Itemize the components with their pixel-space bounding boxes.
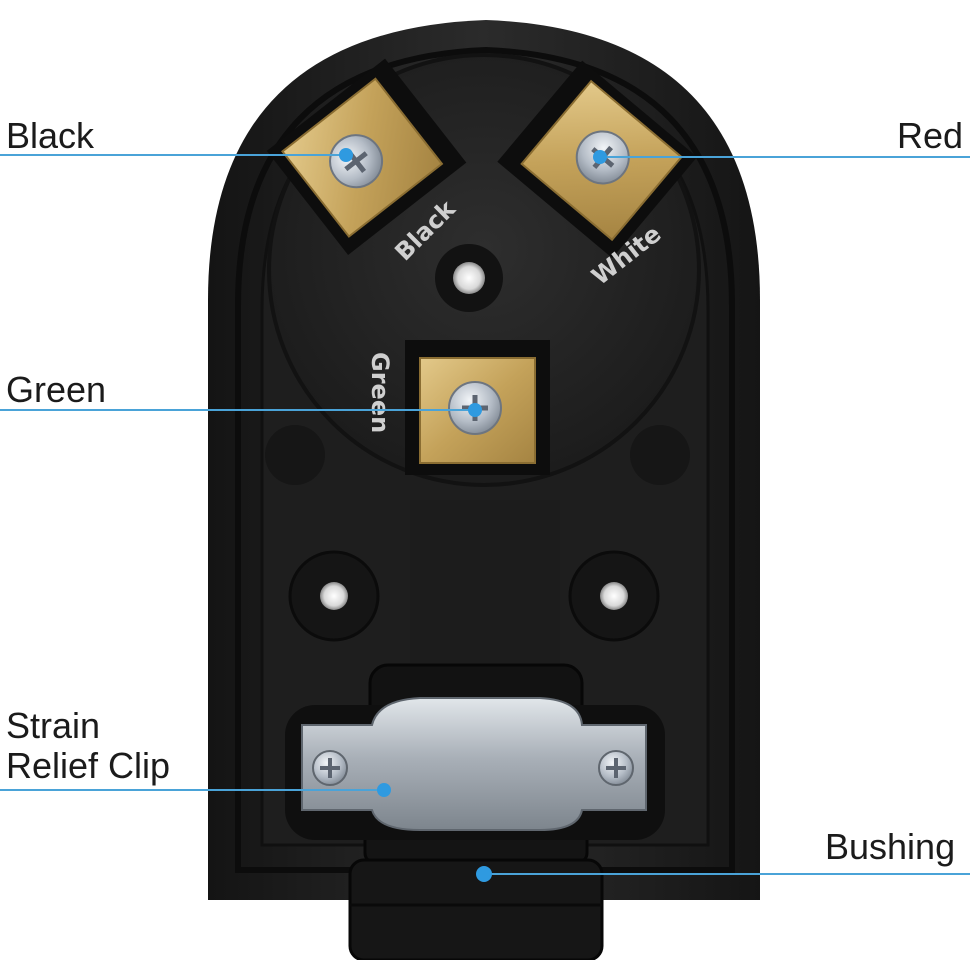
callout-dot-strain-relief-clip [377, 783, 391, 797]
callout-label-bushing: Bushing [825, 826, 956, 867]
terminal-black [266, 58, 467, 255]
center-hole [435, 244, 503, 312]
engraving-green: Green [366, 352, 394, 433]
callout-lines [0, 148, 970, 882]
callout-dot-red [593, 150, 607, 164]
callout-label-green: Green [6, 369, 107, 410]
callout-label-black: Black [6, 115, 95, 156]
callout-dot-green [468, 403, 482, 417]
mounting-hole-right [568, 550, 660, 642]
side-bosses [265, 425, 690, 485]
mounting-hole-left [288, 550, 380, 642]
callout-dot-bushing [476, 866, 492, 882]
callout-dot-black [339, 148, 353, 162]
strain-relief-clip [285, 697, 665, 840]
callout-label-red: Red [897, 115, 964, 156]
cord-channel [410, 500, 560, 680]
callout-label-strain-relief-clip: Strain Relief Clip [6, 705, 171, 786]
